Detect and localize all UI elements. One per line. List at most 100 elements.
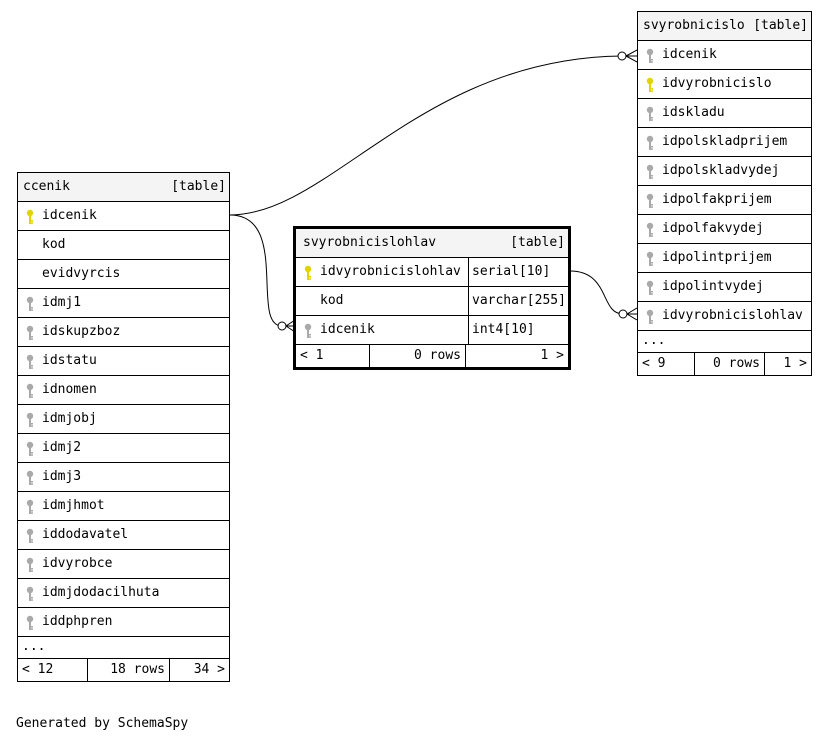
- foreign-key-icon: [645, 279, 655, 295]
- column-row[interactable]: iddphpren: [18, 608, 229, 637]
- foreign-key-icon: [645, 250, 655, 266]
- table-name: svyrobnicislo: [643, 18, 745, 33]
- column-row[interactable]: idvyrobnicislohlav: [638, 302, 811, 331]
- column-row[interactable]: idvyrobnicislo: [638, 70, 811, 99]
- foreign-key-icon: [645, 105, 655, 121]
- children-count[interactable]: 1 >: [540, 348, 564, 363]
- column-type: int4[10]: [468, 316, 535, 344]
- column-name: idpolintvydej: [662, 279, 764, 294]
- column-name: idmj2: [42, 440, 82, 455]
- column-row[interactable]: idmjdodacilhuta: [18, 579, 229, 608]
- column-row[interactable]: idskladu: [638, 99, 811, 128]
- column-name: idmjhmot: [42, 498, 105, 513]
- column-name: idpolskladprijem: [662, 134, 788, 149]
- relation-optional-marker: [618, 309, 628, 319]
- column-name: idmjdodacilhuta: [42, 585, 160, 600]
- column-row[interactable]: idpolskladprijem: [638, 128, 811, 157]
- row-count: 0 rows: [370, 345, 466, 367]
- parents-count[interactable]: < 1: [296, 345, 370, 367]
- relation-optional-marker: [617, 51, 627, 61]
- foreign-key-icon: [25, 382, 35, 398]
- children-count[interactable]: 1 >: [783, 356, 807, 371]
- row-count: 0 rows: [695, 353, 765, 375]
- column-row[interactable]: idpolfakvydej: [638, 215, 811, 244]
- column-row[interactable]: idmj2: [18, 434, 229, 463]
- relation-optional-marker: [277, 321, 287, 331]
- column-name: kod: [320, 293, 344, 308]
- column-row[interactable]: evidvyrcis: [18, 260, 229, 289]
- table-type: [table]: [753, 18, 808, 33]
- column-name: idskladu: [662, 105, 725, 120]
- foreign-key-icon: [645, 47, 655, 63]
- column-row[interactable]: kod varchar[255]: [296, 287, 568, 316]
- foreign-key-icon: [25, 527, 35, 543]
- column-row[interactable]: idpolintvydej: [638, 273, 811, 302]
- table-footer: < 12 18 rows 34 >: [18, 659, 229, 681]
- column-name: idvyrobce: [42, 556, 113, 571]
- column-row[interactable]: idcenik: [18, 202, 229, 231]
- parents-count[interactable]: < 12: [18, 659, 88, 681]
- column-row[interactable]: idpolfakprijem: [638, 186, 811, 215]
- foreign-key-icon: [25, 498, 35, 514]
- column-name: iddphpren: [42, 614, 113, 629]
- column-name: idcenik: [662, 47, 717, 62]
- more-columns-ellipsis: ...: [18, 637, 229, 659]
- foreign-key-icon: [25, 585, 35, 601]
- foreign-key-icon: [645, 308, 655, 324]
- column-row[interactable]: iddodavatel: [18, 521, 229, 550]
- table-type: [table]: [510, 235, 565, 250]
- primary-key-icon: [645, 76, 655, 92]
- relation-ccenik-svyrobnicislohlav: [229, 214, 283, 327]
- column-name: idmjobj: [42, 411, 97, 426]
- more-columns-ellipsis: ...: [638, 331, 811, 353]
- column-name: idpolfakprijem: [662, 192, 772, 207]
- column-name: idvyrobnicislohlav: [320, 264, 461, 279]
- parents-count[interactable]: < 9: [638, 353, 695, 375]
- column-type: varchar[255]: [468, 287, 566, 315]
- column-row[interactable]: kod: [18, 231, 229, 260]
- primary-key-icon: [25, 208, 35, 224]
- column-row[interactable]: idnomen: [18, 376, 229, 405]
- table-svyrobnicislohlav[interactable]: svyrobnicislohlav [table] idvyrobnicislo…: [293, 226, 571, 370]
- column-name: idnomen: [42, 382, 97, 397]
- table-header[interactable]: svyrobnicislo [table]: [638, 12, 811, 41]
- foreign-key-icon: [645, 163, 655, 179]
- column-row[interactable]: idmjhmot: [18, 492, 229, 521]
- column-name: idcenik: [320, 322, 375, 337]
- table-name: svyrobnicislohlav: [303, 235, 437, 250]
- column-row[interactable]: idcenik: [638, 41, 811, 70]
- table-header[interactable]: svyrobnicislohlav [table]: [296, 229, 568, 258]
- foreign-key-icon: [303, 322, 313, 338]
- column-row[interactable]: idmjobj: [18, 405, 229, 434]
- foreign-key-icon: [25, 440, 35, 456]
- column-name: idmj3: [42, 469, 82, 484]
- column-name: idmj1: [42, 295, 82, 310]
- column-row[interactable]: idstatu: [18, 347, 229, 376]
- table-footer: < 9 0 rows 1 >: [638, 353, 811, 375]
- column-row[interactable]: idpolintprijem: [638, 244, 811, 273]
- column-row[interactable]: idskupzboz: [18, 318, 229, 347]
- table-svyrobnicislo[interactable]: svyrobnicislo [table] idcenik idvyrobnici…: [637, 11, 812, 376]
- column-row[interactable]: idmj1: [18, 289, 229, 318]
- relation-crowsfoot-marker: [625, 49, 638, 63]
- column-row[interactable]: idvyrobce: [18, 550, 229, 579]
- column-row[interactable]: idcenik int4[10]: [296, 316, 568, 345]
- table-header[interactable]: ccenik [table]: [18, 173, 229, 202]
- column-name: idvyrobnicislohlav: [662, 308, 803, 323]
- column-row[interactable]: idpolskladvydej: [638, 157, 811, 186]
- column-name: idstatu: [42, 353, 97, 368]
- table-type: [table]: [171, 179, 226, 194]
- children-count[interactable]: 34 >: [193, 662, 225, 677]
- row-count: 18 rows: [88, 659, 170, 681]
- column-row[interactable]: idmj3: [18, 463, 229, 492]
- foreign-key-icon: [645, 221, 655, 237]
- foreign-key-icon: [645, 134, 655, 150]
- primary-key-icon: [303, 264, 313, 280]
- table-name: ccenik: [23, 179, 70, 194]
- table-footer: < 1 0 rows 1 >: [296, 345, 568, 367]
- foreign-key-icon: [25, 324, 35, 340]
